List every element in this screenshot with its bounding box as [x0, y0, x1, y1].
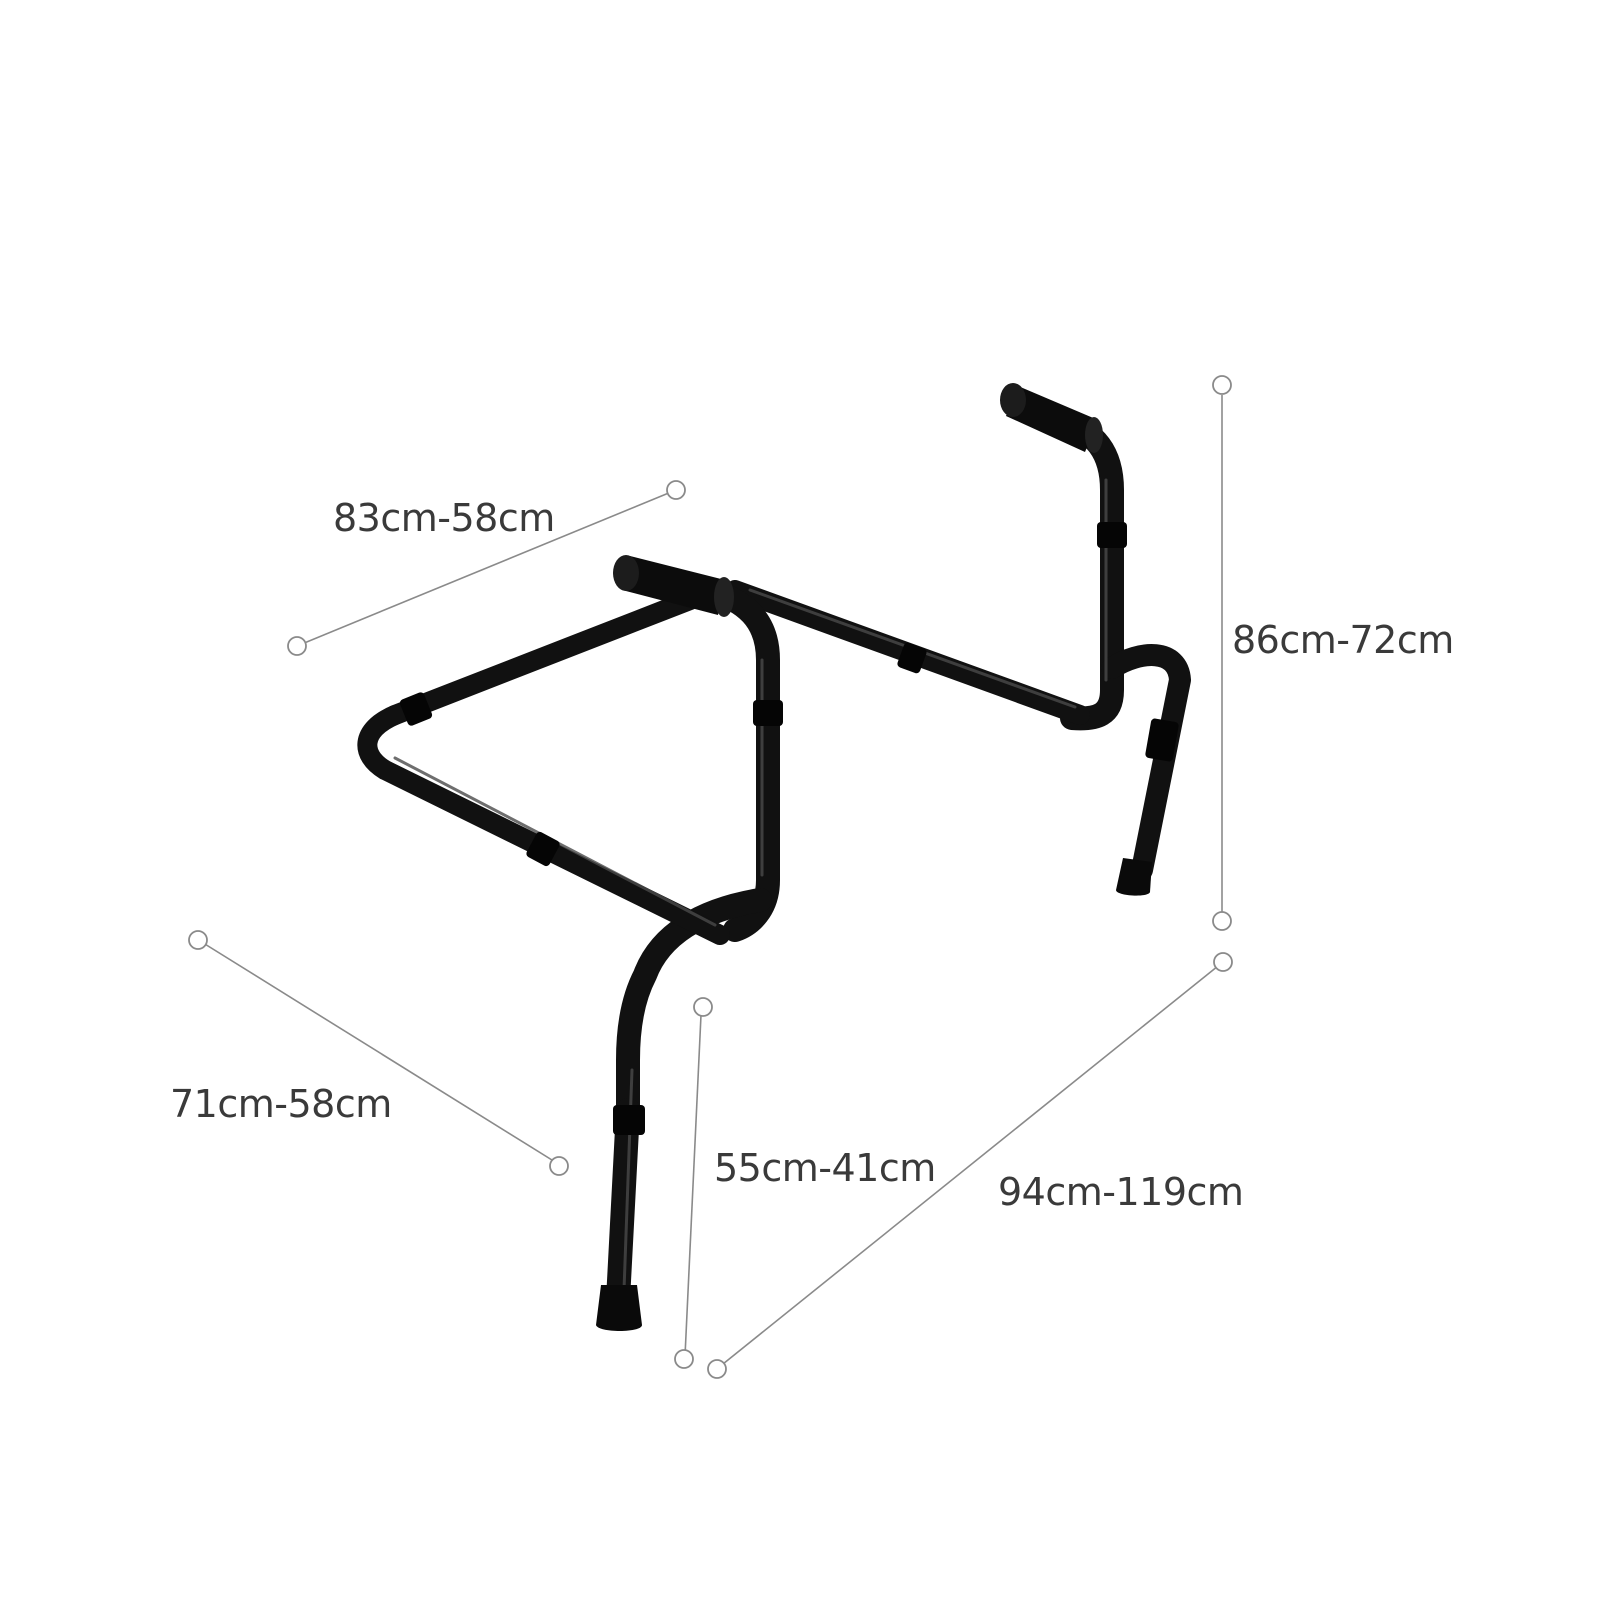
sleeve-triangle-top	[399, 692, 433, 726]
rear-foot	[1116, 858, 1152, 896]
sleeve-rear-leg	[1145, 718, 1179, 762]
dimension-label-leg-height: 55cm-41cm	[714, 1146, 936, 1190]
circle-marker-icon	[549, 1156, 569, 1176]
rear-grip-body	[1006, 386, 1098, 452]
front-leg-tube	[606, 1098, 640, 1312]
sleeves	[399, 522, 1179, 1135]
rear-leg-tube	[1101, 644, 1191, 881]
circle-marker-icon	[1212, 375, 1232, 395]
dim-line-leg-height	[684, 1014, 702, 1357]
front-grip-body	[622, 556, 725, 615]
dim-line-bottom-depth	[199, 940, 561, 1166]
front-grip	[613, 555, 734, 617]
dimension-endpoints	[188, 375, 1233, 1379]
circle-marker-icon	[707, 1359, 727, 1379]
rear-grip-cap	[1000, 383, 1026, 417]
sleeve-front-leg	[613, 1105, 645, 1135]
dimension-label-bottom-depth: 71cm-58cm	[170, 1082, 392, 1126]
sleeve-front-handle	[753, 700, 783, 726]
rear-grip	[1000, 383, 1103, 453]
circle-marker-icon	[1212, 911, 1232, 931]
circle-marker-icon	[693, 997, 713, 1017]
circle-marker-icon	[188, 930, 208, 950]
circle-marker-icon	[1213, 952, 1233, 972]
sleeve-side-rail	[897, 642, 927, 674]
triangle-top-bar	[385, 590, 700, 725]
sleeve-rear-handle	[1097, 522, 1127, 548]
dim-line-width	[717, 961, 1224, 1369]
sleeve-triangle-lower	[526, 831, 560, 867]
dimension-lines	[199, 395, 1224, 1369]
circle-marker-icon	[666, 480, 686, 500]
rear-grip-collar	[1085, 417, 1103, 453]
dim-line-top-depth	[296, 489, 677, 647]
circle-marker-icon	[287, 636, 307, 656]
front-handle-tube	[696, 578, 780, 942]
feet	[596, 858, 1152, 1331]
circle-marker-icon	[674, 1349, 694, 1369]
front-foot	[596, 1285, 642, 1331]
dimension-label-width: 94cm-119cm	[998, 1170, 1244, 1214]
grips	[613, 383, 1103, 617]
frame-tubes	[357, 408, 1191, 1312]
dimension-label-top-depth: 83cm-58cm	[333, 496, 555, 540]
triangle-lower-bar	[357, 705, 730, 945]
front-grip-collar	[714, 577, 734, 617]
front-grip-cap	[613, 555, 639, 591]
front-bend-tube	[616, 888, 772, 1122]
dimension-label-handle-height: 86cm-72cm	[1232, 618, 1454, 662]
